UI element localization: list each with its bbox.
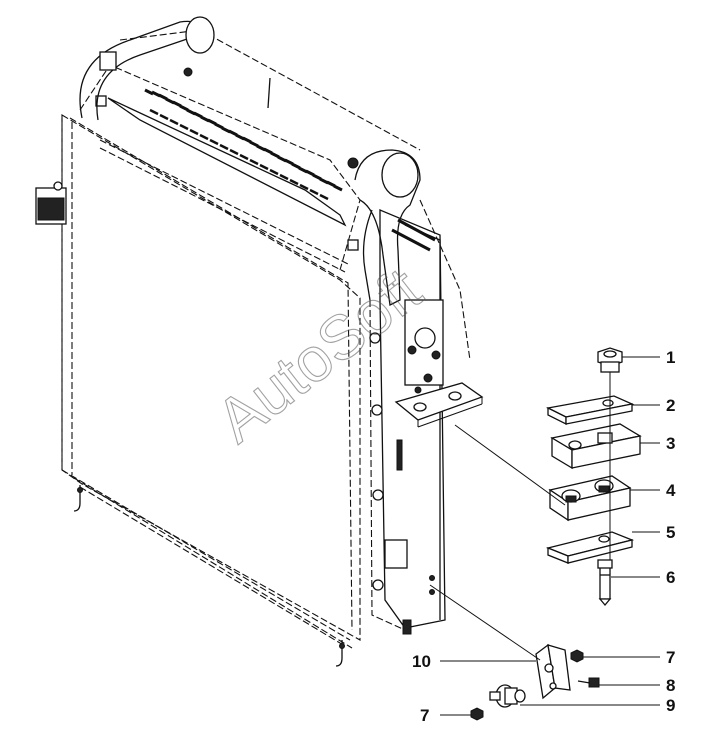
callout-6: 6: [666, 568, 675, 587]
part-6-stud: [597, 559, 613, 607]
callout-10: 10: [412, 652, 431, 671]
callout-5: 5: [666, 523, 675, 542]
upper-tank: [79, 29, 421, 271]
watermark: AutoSoft: [204, 255, 434, 456]
part-4-lower-rubber-mount: [548, 475, 632, 522]
radiator-core: [61, 114, 361, 667]
callout-9: 9: [666, 696, 675, 715]
side-frame-rail: [369, 199, 471, 635]
fin-pack: [144, 88, 343, 201]
mounting-plate: [394, 382, 484, 428]
part-1-flange-nut: [597, 347, 623, 373]
part-7-nut-upper: [570, 649, 584, 663]
callout-7-lower: 7: [420, 706, 429, 725]
callout-8: 8: [666, 676, 675, 695]
callout-1: 1: [666, 348, 675, 367]
callout-7-upper: 7: [666, 648, 675, 667]
part-3-upper-rubber-mount: [550, 423, 642, 470]
part-8-bolt: [577, 677, 600, 688]
callout-4: 4: [666, 481, 676, 500]
part-5-lower-plate: [545, 531, 635, 564]
temperature-sensor-box: [35, 181, 67, 225]
plate-leader: [454, 424, 566, 506]
part-7-nut-lower: [470, 707, 484, 721]
part-9-rubber-bushing: [489, 684, 526, 708]
part-10-bracket: [535, 643, 571, 700]
callout-leaders: [440, 356, 660, 716]
callout-3: 3: [666, 434, 675, 453]
callout-2: 2: [666, 396, 675, 415]
part-2-upper-plate: [545, 395, 635, 426]
inlet-pipe: [79, 16, 215, 121]
bracket-leader: [429, 584, 541, 661]
